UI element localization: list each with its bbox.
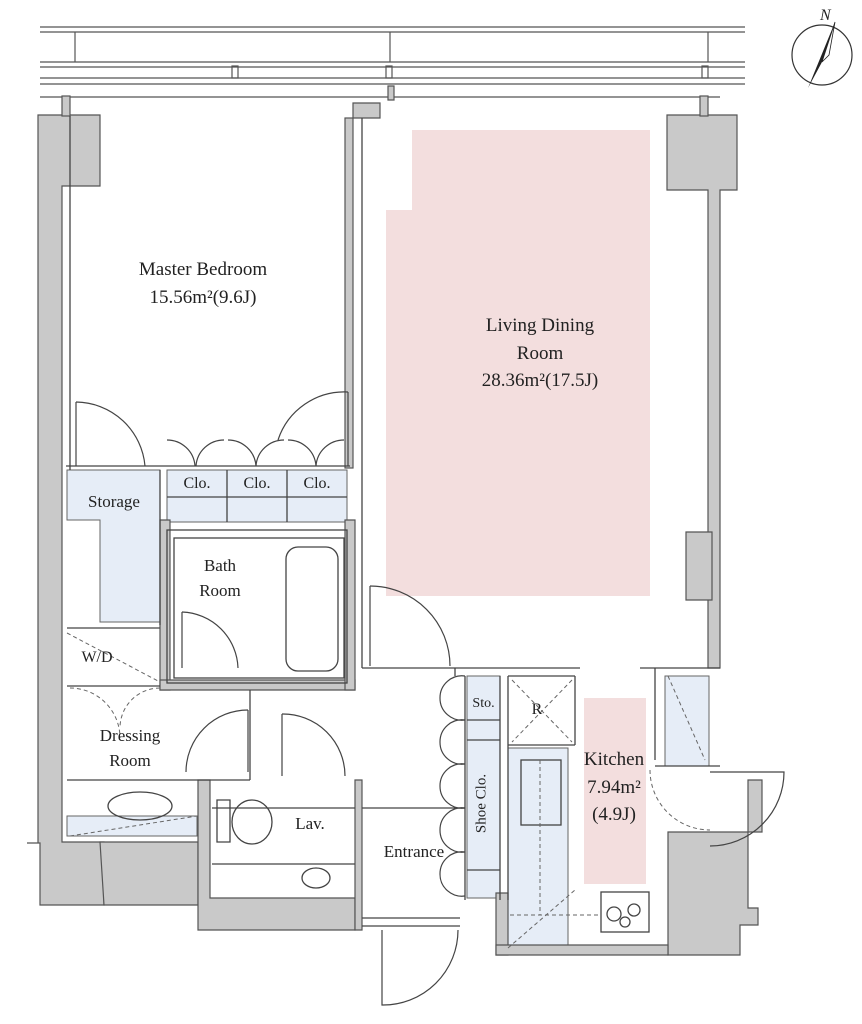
kitchen-name: Kitchen bbox=[583, 749, 645, 770]
dressing-room-name-1: Dressing bbox=[99, 726, 161, 745]
entrance-label: Entrance bbox=[383, 842, 445, 861]
washer-dryer-label: W/D bbox=[81, 649, 113, 666]
bath-room-label: Bath Room bbox=[180, 554, 260, 603]
bath-room-name-1: Bath bbox=[203, 556, 237, 575]
master-bedroom-label: Master Bedroom 15.56m²(9.6J) bbox=[108, 256, 298, 311]
living-dining-highlight bbox=[386, 130, 650, 596]
north-label: N bbox=[820, 7, 831, 24]
doors bbox=[75, 391, 785, 1006]
north-arrow-icon bbox=[791, 21, 853, 88]
kitchen-label: Kitchen 7.94m² (4.9J) bbox=[562, 746, 666, 829]
room-lines bbox=[66, 116, 720, 933]
closet-1-label: Clo. bbox=[183, 475, 211, 492]
dressing-room-name-2: Room bbox=[109, 750, 151, 770]
closet-3-label: Clo. bbox=[303, 475, 331, 492]
walls bbox=[27, 85, 763, 956]
living-dining-name-2: Room bbox=[516, 342, 564, 364]
kitchen-highlight bbox=[584, 698, 646, 884]
kitchen-tatami: (4.9J) bbox=[592, 804, 636, 826]
dashed-lines bbox=[66, 632, 711, 949]
living-dining-label: Living Dining Room 28.36m²(17.5J) bbox=[440, 312, 640, 395]
storage-label: Storage bbox=[88, 492, 140, 511]
balcony bbox=[40, 26, 745, 98]
living-dining-name-1: Living Dining bbox=[485, 315, 595, 336]
closet-2-label: Clo. bbox=[243, 475, 271, 492]
lavatory-label: Lav. bbox=[295, 814, 325, 833]
small-storage-label: Sto. bbox=[472, 696, 495, 711]
kitchen-area: 7.94m² bbox=[587, 776, 641, 798]
dressing-room-label: Dressing Room bbox=[80, 724, 180, 773]
master-bedroom-name: Master Bedroom bbox=[138, 259, 268, 280]
bath-room-name-2: Room bbox=[199, 580, 241, 600]
master-bedroom-area: 15.56m²(9.6J) bbox=[149, 286, 257, 308]
refrigerator-label: R bbox=[531, 701, 543, 718]
shoe-closet-label: Shoe Clo. bbox=[473, 773, 490, 834]
living-dining-area: 28.36m²(17.5J) bbox=[481, 370, 599, 392]
